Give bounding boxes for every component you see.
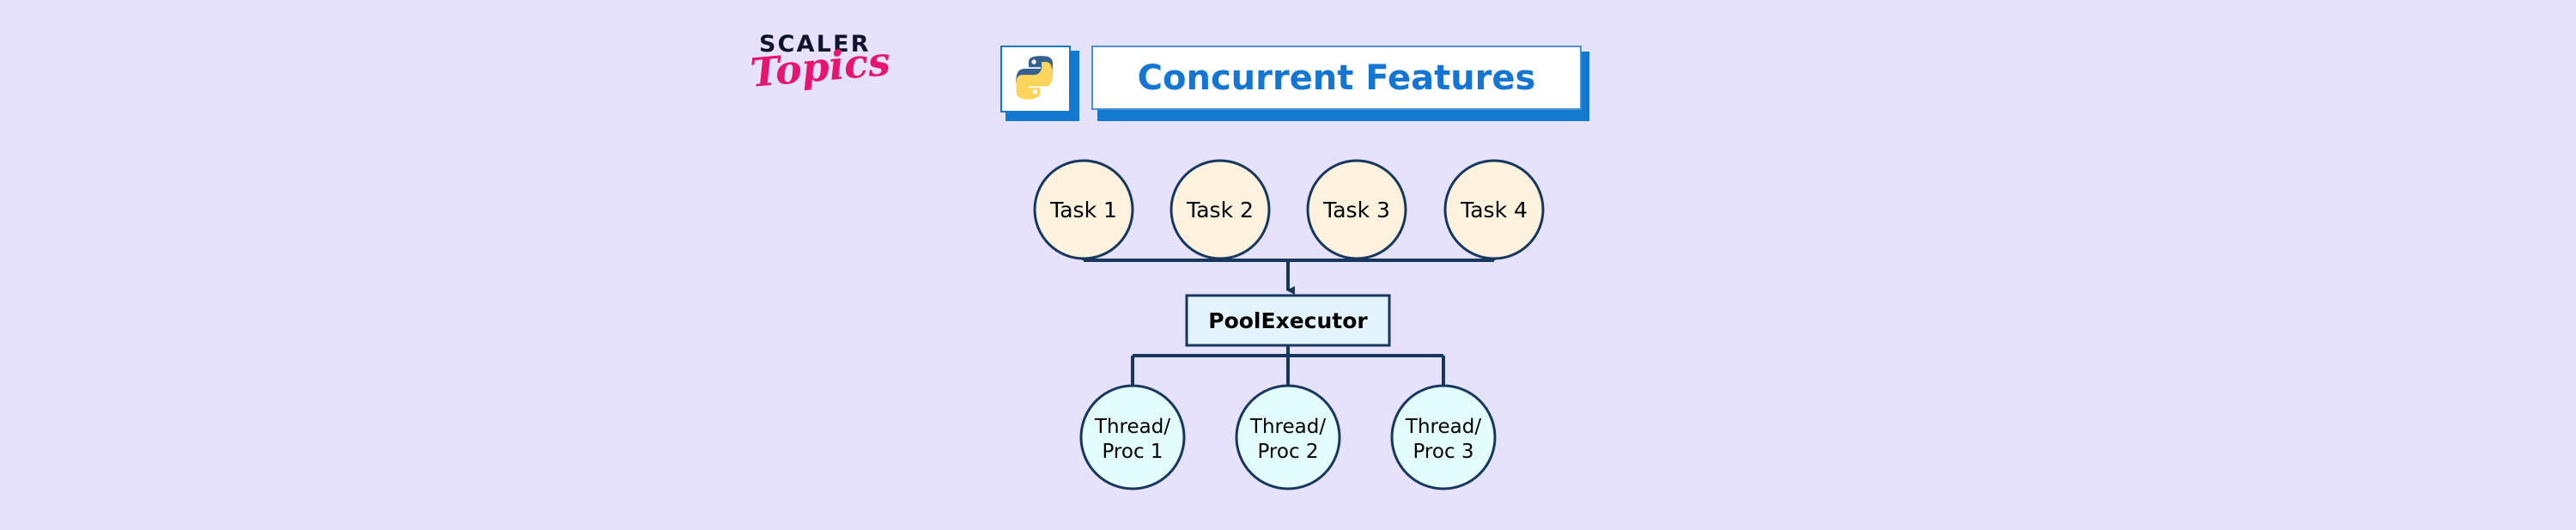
task-node-1-label: Task 1	[1049, 198, 1117, 222]
task-nodes: Task 1 Task 2 Task 3 Task 4	[1033, 159, 1545, 260]
python-logo-icon	[1011, 54, 1060, 104]
worker-node-2-label-line1: Thread/	[1249, 416, 1326, 438]
banner-title-container: Concurrent Features	[1091, 46, 1589, 121]
worker-node-3-label-line1: Thread/	[1405, 416, 1481, 438]
scaler-topics-logo: SCALER Topics	[749, 33, 929, 112]
worker-node-1[interactable]: Thread/ Proc 1	[1079, 384, 1186, 490]
task-node-4-label: Task 4	[1460, 198, 1528, 222]
worker-connectors	[1131, 345, 1445, 387]
header-banner: Concurrent Features	[1000, 46, 1589, 128]
worker-node-1-label-line2: Proc 1	[1102, 441, 1163, 463]
task-connectors	[1082, 258, 1496, 295]
banner-logo-box	[1000, 46, 1071, 113]
worker-node-2-label-line2: Proc 2	[1257, 441, 1318, 463]
task-node-3[interactable]: Task 3	[1306, 159, 1407, 260]
brand-name-scaler: SCALER	[759, 31, 871, 58]
task-node-3-label: Task 3	[1322, 198, 1390, 222]
worker-node-2[interactable]: Thread/ Proc 2	[1235, 384, 1341, 490]
banner-python-logo-container	[1000, 46, 1079, 121]
pool-executor-label: PoolExecutor	[1208, 308, 1368, 333]
worker-node-1-label-line1: Thread/	[1094, 416, 1170, 438]
banner-title-box: Concurrent Features	[1091, 46, 1582, 110]
task-node-1[interactable]: Task 1	[1033, 159, 1134, 260]
worker-node-3[interactable]: Thread/ Proc 3	[1390, 384, 1497, 490]
pool-executor-node[interactable]: PoolExecutor	[1185, 294, 1391, 347]
page-title: Concurrent Features	[1137, 58, 1536, 98]
task-node-2-label: Task 2	[1186, 198, 1254, 222]
task-node-2[interactable]: Task 2	[1170, 159, 1271, 260]
worker-node-3-label-line2: Proc 3	[1413, 441, 1473, 463]
task-node-4[interactable]: Task 4	[1443, 159, 1545, 260]
worker-nodes: Thread/ Proc 1 Thread/ Proc 2 Thread/ Pr…	[1079, 384, 1497, 490]
